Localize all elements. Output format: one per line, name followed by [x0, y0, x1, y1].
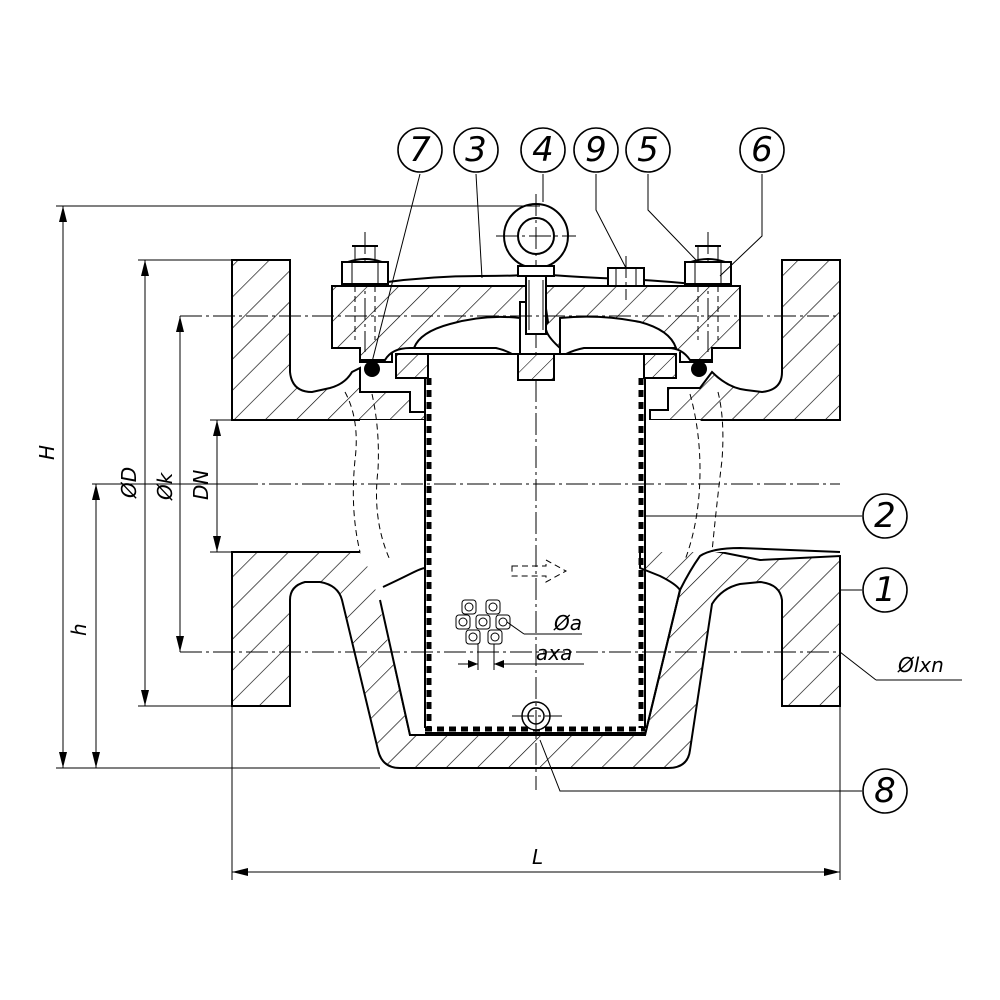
- svg-text:9: 9: [585, 130, 607, 170]
- balloon-7: 7: [397, 127, 443, 173]
- svg-text:5: 5: [637, 130, 659, 170]
- dim-D: ØD: [117, 467, 141, 499]
- right-bolt: [684, 232, 732, 352]
- svg-text:8: 8: [874, 771, 896, 811]
- balloon-5: 5: [625, 127, 671, 173]
- perforation-detail: [455, 599, 584, 670]
- left-bolt: [341, 232, 389, 352]
- cover: [331, 272, 741, 363]
- dim-DN: DN: [189, 470, 213, 500]
- svg-text:4: 4: [532, 130, 554, 170]
- eye-bolt: [496, 194, 576, 392]
- balloon-6: 6: [739, 127, 785, 173]
- balloon-9: 9: [573, 127, 619, 173]
- flow-arrow: [511, 559, 568, 583]
- svg-text:1: 1: [874, 570, 896, 610]
- left-o-ring: [364, 361, 380, 377]
- balloon-4: 4: [520, 127, 566, 173]
- dim-h: h: [67, 623, 91, 636]
- dim-lxn: Ølxn: [897, 653, 944, 677]
- dim-a: Øa: [553, 611, 582, 635]
- svg-text:2: 2: [874, 496, 896, 536]
- dimension-lines: [56, 205, 962, 880]
- balloon-3: 3: [453, 127, 499, 173]
- svg-text:7: 7: [409, 130, 431, 170]
- dim-L: L: [532, 845, 543, 869]
- drain-plug: [512, 701, 562, 731]
- dim-k: Øk: [153, 471, 177, 501]
- balloon-8: 8: [862, 768, 908, 814]
- svg-text:3: 3: [465, 130, 487, 170]
- balloon-1: 1: [862, 567, 908, 613]
- leader-lines: [371, 173, 862, 792]
- right-o-ring: [691, 361, 707, 377]
- balloon-2: 2: [862, 493, 908, 539]
- svg-text:6: 6: [751, 130, 773, 170]
- dim-axa: axa: [536, 641, 572, 665]
- dim-H: H: [35, 445, 59, 460]
